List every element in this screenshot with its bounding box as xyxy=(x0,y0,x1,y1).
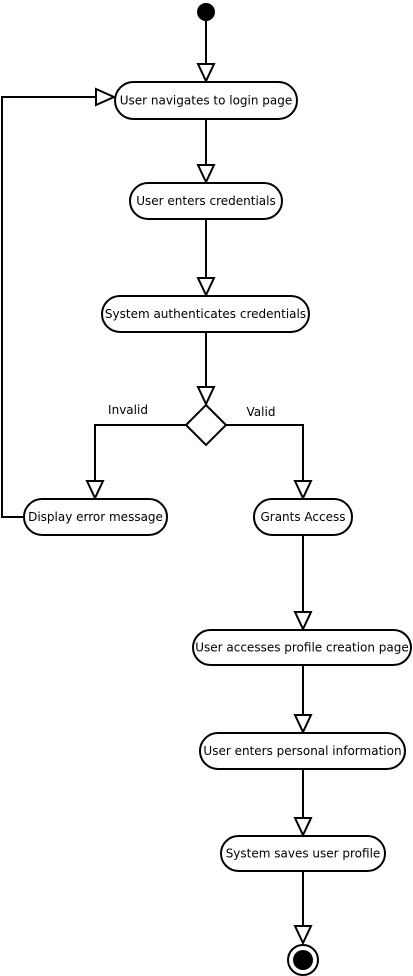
activity-enter-credentials-label: User enters credentials xyxy=(136,194,275,208)
activity-grants-access: Grants Access xyxy=(253,498,353,536)
activity-save-profile: System saves user profile xyxy=(220,835,386,872)
start-node xyxy=(197,3,215,21)
guard-invalid-label: Invalid xyxy=(108,403,148,417)
activity-authenticate: System authenticates credentials xyxy=(101,295,310,333)
activity-save-profile-label: System saves user profile xyxy=(226,847,381,861)
edge-decision-to-grant xyxy=(226,424,304,481)
arrowhead-grant xyxy=(293,480,313,501)
activity-navigate-login-label: User navigates to login page xyxy=(120,94,293,108)
arrowhead-loop-navigate xyxy=(95,87,117,107)
arrowhead-personal-info xyxy=(293,714,313,735)
activity-profile-page-label: User accesses profile creation page xyxy=(195,641,409,655)
arrowhead-decision xyxy=(196,386,216,407)
arrowhead-save xyxy=(293,817,313,838)
activity-display-error-label: Display error message xyxy=(28,510,163,524)
activity-profile-page: User accesses profile creation page xyxy=(192,629,412,666)
activity-personal-info: User enters personal information xyxy=(199,732,406,770)
arrowhead-profile-page xyxy=(293,611,313,632)
guard-valid-label: Valid xyxy=(247,405,276,419)
arrowhead-error xyxy=(85,480,105,501)
edge-error-loop-to-navigate xyxy=(1,96,96,518)
arrowhead-end xyxy=(293,925,313,946)
activity-personal-info-label: User enters personal information xyxy=(203,744,401,758)
arrowhead-navigate xyxy=(196,63,216,84)
activity-display-error: Display error message xyxy=(23,498,168,536)
arrowhead-authenticate xyxy=(196,277,216,298)
activity-navigate-login: User navigates to login page xyxy=(114,81,298,120)
arrowhead-credentials xyxy=(196,164,216,185)
decision-node xyxy=(184,403,228,447)
activity-grants-access-label: Grants Access xyxy=(260,510,345,524)
end-node xyxy=(287,944,319,976)
activity-enter-credentials: User enters credentials xyxy=(129,182,283,220)
activity-authenticate-label: System authenticates credentials xyxy=(105,307,306,321)
edge-decision-to-error xyxy=(94,424,186,481)
